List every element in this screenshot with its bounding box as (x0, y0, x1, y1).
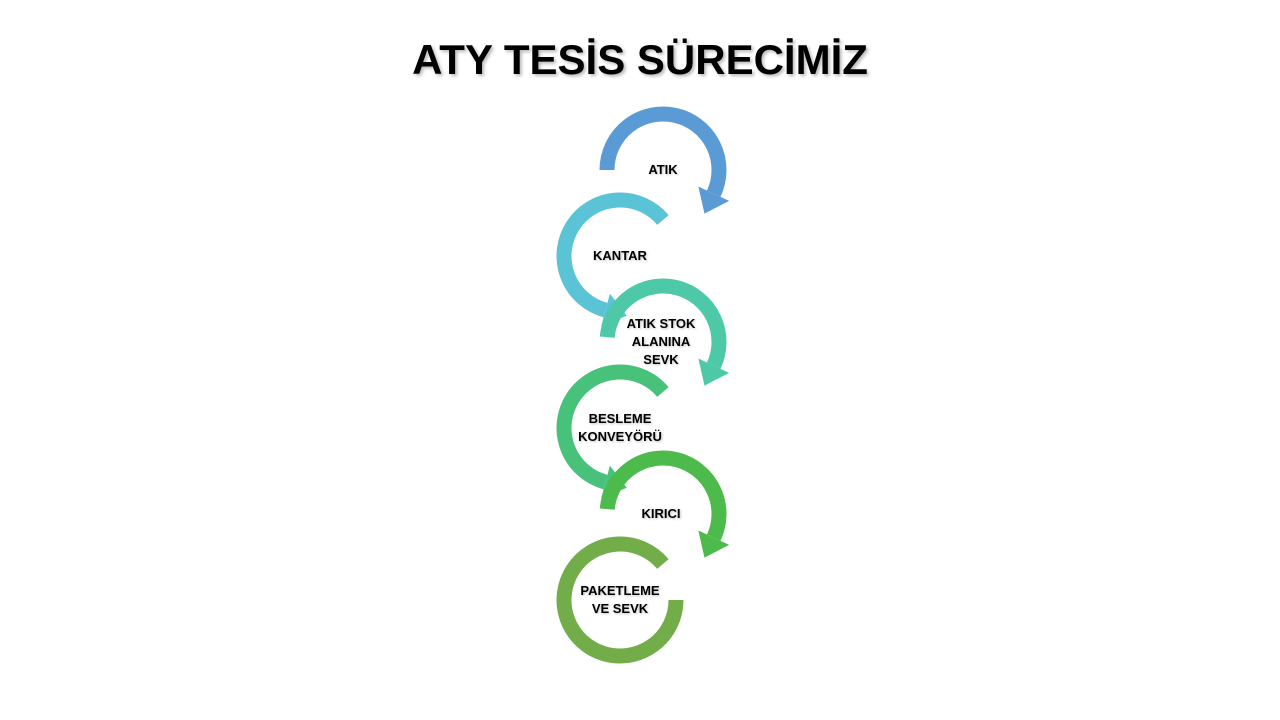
process-step-5 (599, 450, 730, 558)
step-label-line: ALANINA (631, 334, 691, 349)
step-label-line: ATIK (648, 162, 678, 177)
circular-arrow-ring (599, 278, 727, 369)
step-label-2: KANTAR (560, 247, 680, 265)
step-label-6: PAKETLEME VE SEVK (560, 582, 680, 618)
arrow-head-icon (698, 530, 730, 558)
step-label-line: VE SEVK (591, 601, 649, 616)
process-step-6 (556, 536, 684, 664)
step-label-5: KIRICI (601, 505, 721, 523)
step-label-line: ATIK STOK (626, 316, 696, 331)
process-step-1 (599, 106, 730, 214)
step-label-3: ATIK STOK ALANINA SEVK (601, 315, 721, 369)
step-label-line: BESLEME (588, 411, 652, 426)
step-label-line: KIRICI (641, 506, 681, 521)
step-label-line: PAKETLEME (580, 583, 660, 598)
arrow-head-icon (698, 186, 730, 214)
arrow-head-icon (698, 358, 730, 386)
page-title: ATY TESİS SÜRECİMİZ (412, 36, 868, 83)
step-label-1: ATIK (603, 161, 723, 179)
circular-arrow-ring (556, 536, 684, 664)
step-label-line: KANTAR (593, 248, 647, 263)
circular-arrow-ring (599, 450, 727, 541)
step-label-4: BESLEME KONVEYÖRÜ (560, 410, 680, 446)
circular-arrow-ring (556, 192, 669, 318)
step-label-line: KONVEYÖRÜ (578, 429, 662, 444)
circular-arrow-ring (556, 364, 669, 490)
process-step-3 (599, 278, 730, 386)
step-label-line: SEVK (643, 352, 679, 367)
circular-arrow-ring (599, 106, 727, 197)
